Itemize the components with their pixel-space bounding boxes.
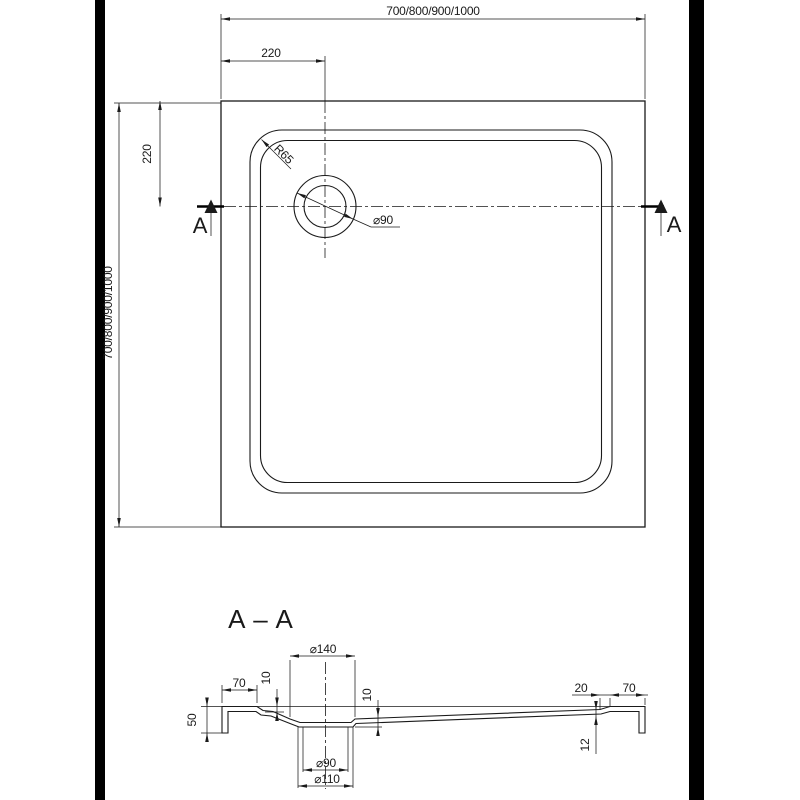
depth-left-label: 10: [259, 671, 273, 684]
dim-overall-height: 700/800/900/1000: [101, 102, 221, 528]
overall-height-label: 700/800/900/1000: [101, 266, 115, 360]
dim-recess-diameter: ⌀140: [289, 642, 356, 717]
dim-total-height: 50: [185, 697, 222, 742]
tray-rim-outer-rounded-rect: [249, 129, 613, 494]
drain-recess-label: ⌀110: [314, 772, 340, 786]
total-height-label: 50: [185, 713, 199, 726]
drain-diameter-label: ⌀90: [373, 213, 393, 227]
section-arrow-right: [654, 199, 668, 213]
dim-drain-offset-top: 220: [221, 46, 325, 63]
drain-offset-left-label: 220: [140, 144, 154, 164]
dim-drain-offset-left: 220: [140, 101, 162, 207]
dim-depth-left: 10: [259, 671, 284, 721]
section-title: A – A: [228, 604, 294, 634]
dim-rim-left: 70: [221, 676, 258, 703]
section-marker-right-label: A: [667, 212, 682, 237]
callout-corner-radius: R65: [260, 138, 297, 170]
section-arrow-left: [204, 199, 218, 213]
dim-rim-right: 20 70: [572, 681, 648, 710]
step-width-label: 20: [575, 681, 588, 695]
tray-section-profile: [221, 705, 646, 734]
depth-right-label: 10: [360, 688, 374, 701]
callout-drain-diameter: ⌀90: [296, 191, 400, 228]
right-black-bar: [689, 0, 704, 800]
section-view: A – A ⌀140 70: [185, 604, 648, 789]
dim-drain-recess: ⌀110: [298, 772, 353, 788]
top-view: A A 700/800/900/1000 700/800/900/1000: [101, 4, 682, 528]
section-cut-line: A A: [193, 199, 682, 238]
recess-diameter-label: ⌀140: [310, 642, 337, 656]
rim-left-label: 70: [233, 676, 246, 690]
overall-width-label: 700/800/900/1000: [386, 4, 480, 18]
drain-hole-label: ⌀90: [316, 756, 336, 770]
drain-spigot-lines: [297, 727, 354, 788]
dim-drain-hole: ⌀90: [303, 756, 348, 772]
step-height-label: 12: [578, 738, 592, 751]
dim-step-height: 12: [578, 701, 598, 754]
section-marker-left-label: A: [193, 213, 208, 238]
drain-offset-top-label: 220: [261, 46, 281, 60]
tray-outer-square: [220, 100, 646, 528]
left-black-bar: [95, 0, 105, 800]
rim-right-label: 70: [623, 681, 636, 695]
dim-depth-right: 10: [355, 688, 382, 736]
tray-basin-inner-rounded-rect: [259, 139, 603, 484]
dim-overall-width: 700/800/900/1000: [220, 4, 646, 99]
corner-radius-label: R65: [271, 142, 296, 167]
